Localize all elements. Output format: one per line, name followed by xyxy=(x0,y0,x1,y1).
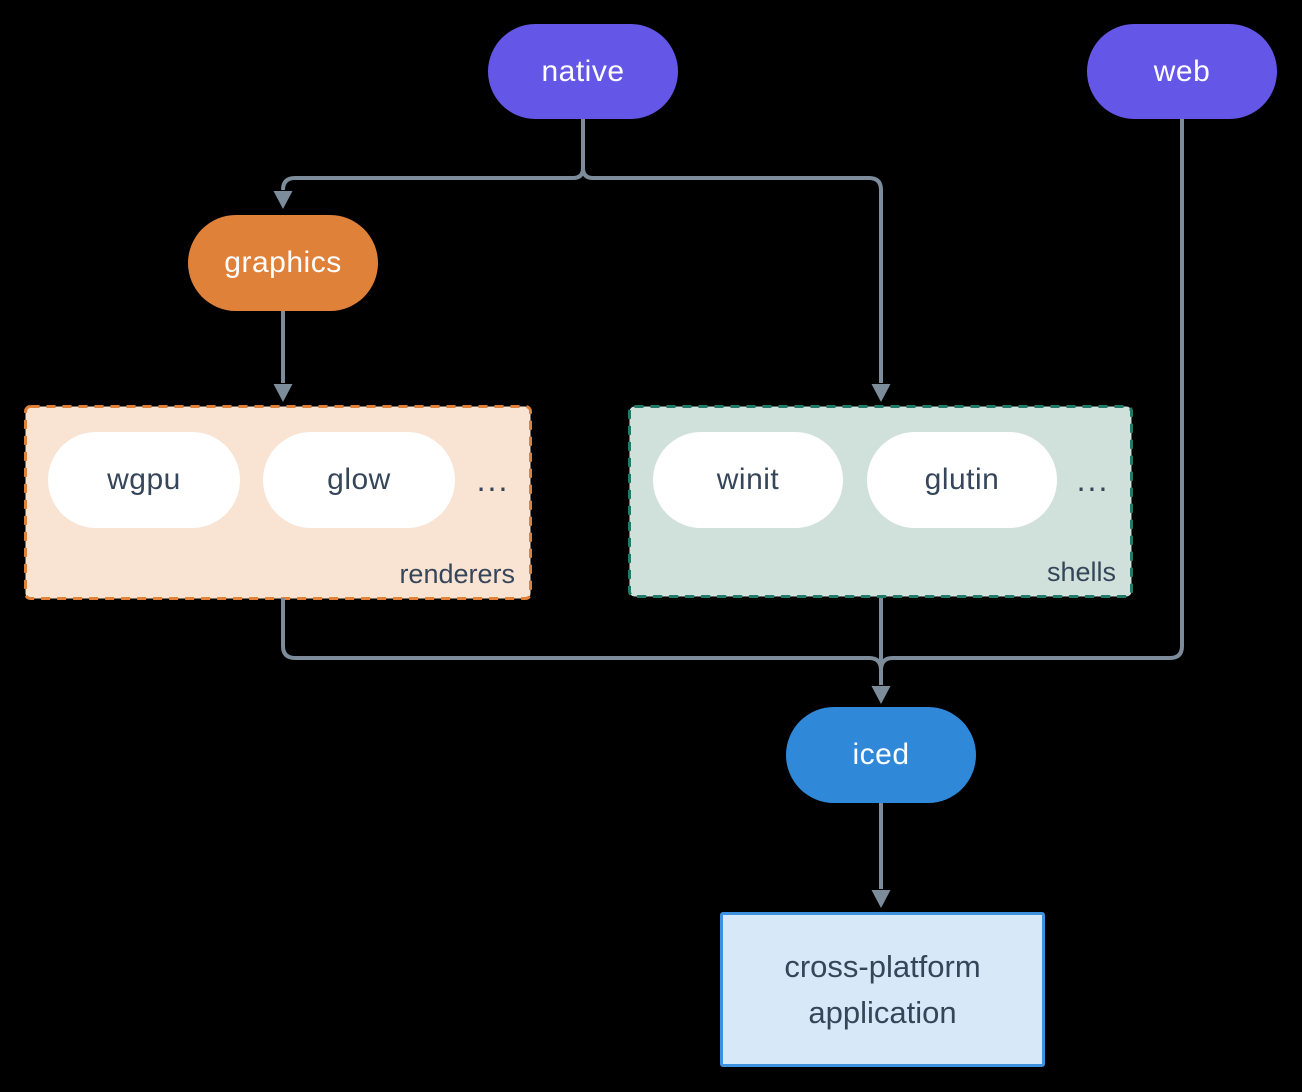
node-graphics-label: graphics xyxy=(224,246,342,279)
arrowhead-into-renderers xyxy=(273,384,293,402)
node-cross-platform-application: cross-platform application xyxy=(720,912,1045,1067)
node-iced: iced xyxy=(786,707,976,803)
node-glutin: glutin xyxy=(867,432,1057,528)
node-web-label: web xyxy=(1153,54,1211,88)
application-label-line1: cross-platform xyxy=(784,948,981,984)
node-wgpu-label: wgpu xyxy=(107,463,181,496)
node-glutin-label: glutin xyxy=(924,463,1000,496)
node-winit: winit xyxy=(653,432,843,528)
application-label-line2: application xyxy=(808,994,957,1030)
edge-native-to-graphics xyxy=(281,119,585,191)
edge-renderers-to-iced xyxy=(281,598,883,671)
node-glow: glow xyxy=(263,432,455,528)
shells-ellipsis: ... xyxy=(1076,461,1110,498)
node-iced-label: iced xyxy=(852,738,910,771)
node-native-label: native xyxy=(541,54,625,88)
node-graphics: graphics xyxy=(188,215,378,311)
node-native: native xyxy=(488,24,678,119)
node-winit-label: winit xyxy=(716,463,780,496)
arrowhead-into-application xyxy=(871,890,891,908)
arrowhead-into-graphics xyxy=(273,191,293,209)
renderers-ellipsis: ... xyxy=(476,461,510,498)
node-glow-label: glow xyxy=(327,463,391,496)
arrowhead-into-iced xyxy=(871,686,891,704)
arrowhead-into-shells xyxy=(871,384,891,402)
node-wgpu: wgpu xyxy=(48,432,240,528)
edge-native-to-shells xyxy=(581,119,883,383)
node-web: web xyxy=(1087,24,1277,119)
